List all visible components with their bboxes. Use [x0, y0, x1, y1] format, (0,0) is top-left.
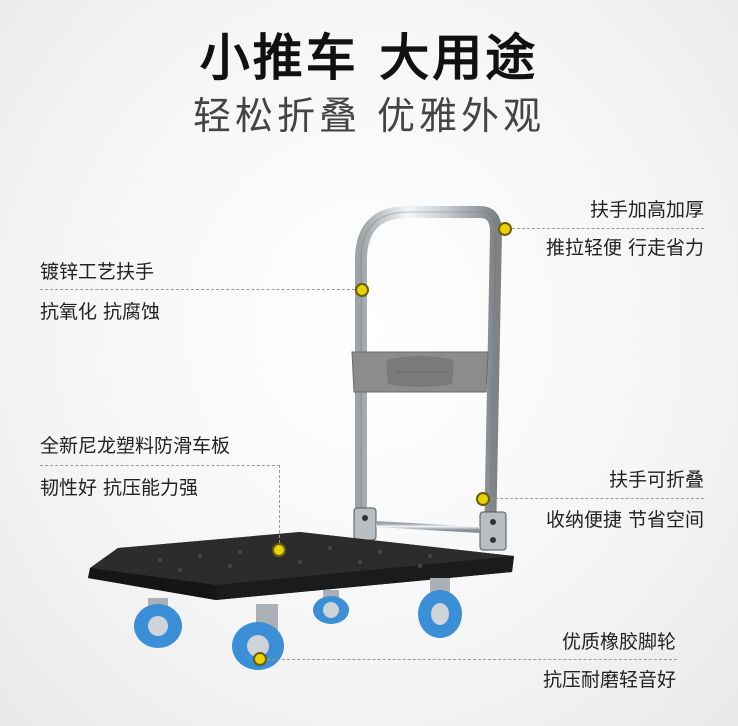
- callout-handle-left-line1: 镀锌工艺扶手: [40, 261, 155, 283]
- marker-platform: [272, 543, 286, 557]
- callout-wheels-line1: 优质橡胶脚轮: [561, 631, 676, 653]
- callout-handle-top-divider: [512, 228, 704, 229]
- callout-platform-line1: 全新尼龙塑料防滑车板: [40, 435, 231, 457]
- page-title: 小推车 大用途: [199, 29, 539, 87]
- page-subtitle: 轻松折叠 优雅外观: [192, 94, 546, 138]
- callout-handle-top-line2: 推拉轻便 行走省力: [545, 237, 704, 259]
- wheel-front-right: [232, 604, 284, 670]
- callout-handle-left-divider: [40, 289, 355, 290]
- callout-platform-divider: [40, 465, 280, 466]
- callout-fold-line2: 收纳便捷 节省空间: [545, 509, 704, 531]
- fold-hinge: [353, 507, 507, 551]
- marker-handle-top: [498, 222, 512, 236]
- callout-wheels-line2: 抗压耐磨轻音好: [542, 669, 676, 691]
- callout-platform-line2: 韧性好 抗压能力强: [40, 477, 199, 499]
- callout-fold-divider: [490, 498, 704, 499]
- callout-handle-top-line1: 扶手加高加厚: [589, 199, 704, 221]
- handle-panel: [351, 351, 489, 393]
- callout-platform-leader: [279, 465, 280, 543]
- marker-handle-left: [355, 283, 369, 297]
- wheel-back-left: [313, 590, 349, 624]
- callout-handle-left-line2: 抗氧化 抗腐蚀: [40, 301, 161, 323]
- marker-fold: [476, 492, 490, 506]
- platform: [88, 532, 514, 600]
- wheel-front-left: [134, 598, 182, 648]
- callout-wheels-divider: [267, 659, 677, 660]
- handle-frame: [355, 206, 503, 546]
- wheel-back-right: [418, 578, 462, 638]
- marker-wheels: [253, 652, 267, 666]
- callout-markers: [253, 222, 512, 666]
- callout-fold-line1: 扶手可折叠: [608, 469, 704, 491]
